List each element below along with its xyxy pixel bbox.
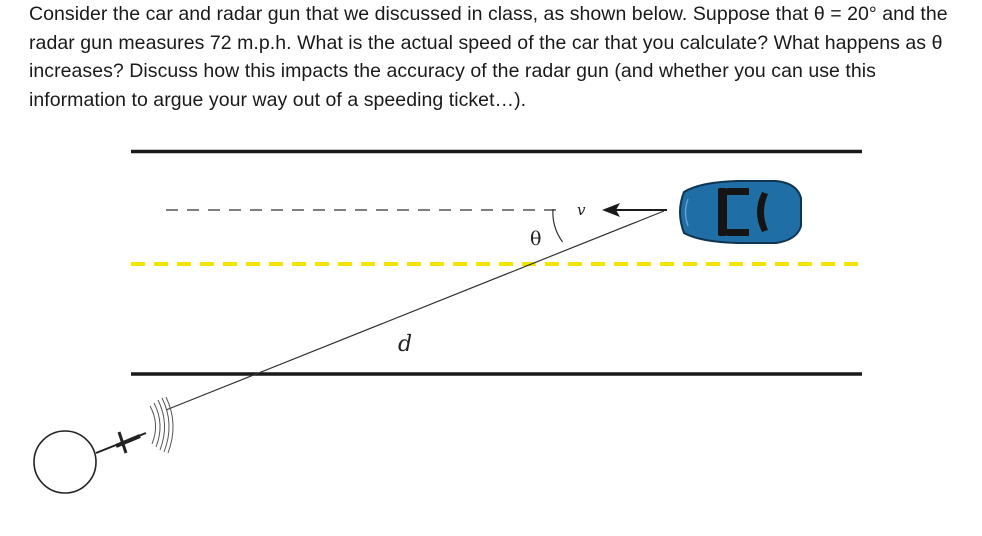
velocity-arrowhead bbox=[602, 203, 620, 217]
radar-gun bbox=[33, 396, 174, 494]
car-hood-highlight bbox=[684, 198, 689, 227]
distance-label: d bbox=[398, 332, 412, 357]
officer-head bbox=[33, 430, 97, 494]
question-text: Consider the car and radar gun that we d… bbox=[29, 3, 948, 111]
car-windshield bbox=[718, 188, 727, 236]
radar-gun-barrel bbox=[115, 434, 141, 448]
car-side-window-top bbox=[727, 188, 749, 195]
car-rear-window bbox=[757, 192, 768, 232]
velocity-label: v bbox=[577, 201, 586, 219]
theta-arc bbox=[552, 208, 564, 243]
car-side-window-bottom bbox=[727, 229, 749, 236]
theta-label: θ bbox=[530, 228, 541, 250]
car bbox=[679, 180, 802, 244]
line-of-sight bbox=[165, 210, 665, 411]
radar-waves bbox=[149, 396, 174, 454]
car-roof bbox=[727, 196, 744, 228]
